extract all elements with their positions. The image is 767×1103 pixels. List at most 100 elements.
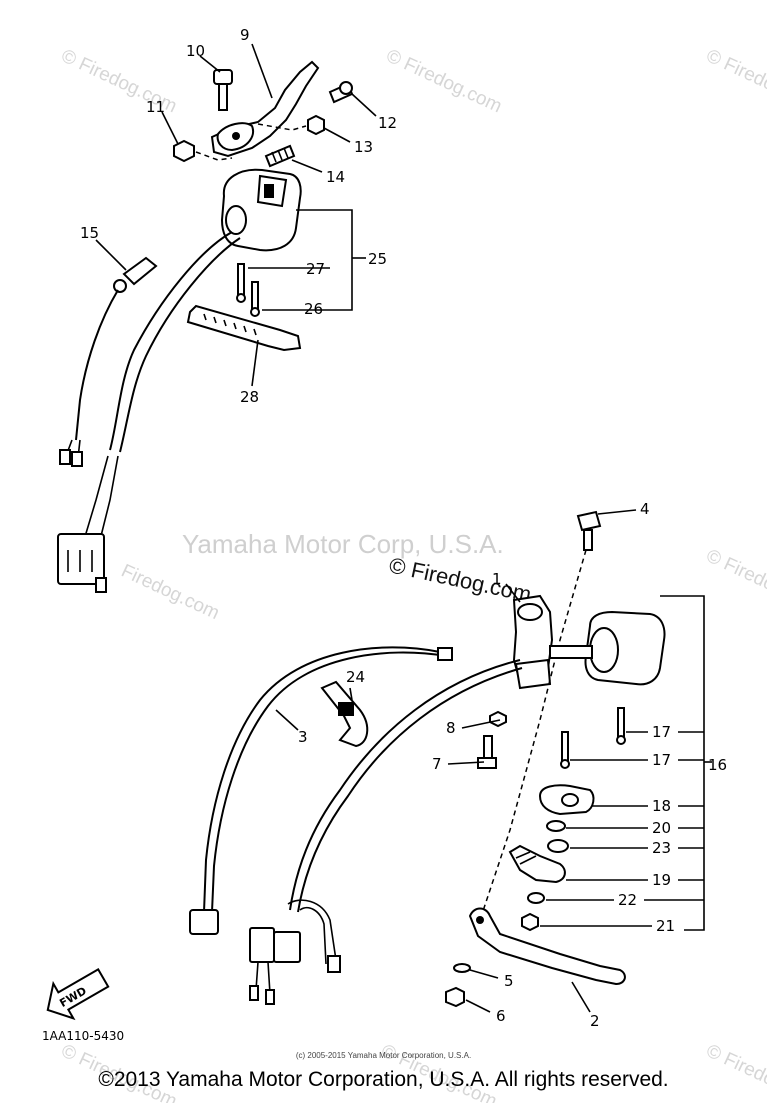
watermark-firedog-center: © Firedog.com <box>387 552 534 607</box>
callout-17a: 17 <box>652 723 671 741</box>
switch-15-wire <box>75 289 119 441</box>
bracket-clamp <box>514 658 552 690</box>
assembly-line <box>257 123 307 131</box>
callout-21: 21 <box>656 917 675 935</box>
pivot-bolt-shaft <box>218 83 228 111</box>
watermark-yamaha: Yamaha Motor Corp, U.S.A. <box>182 529 504 559</box>
callout-13: 13 <box>354 138 373 156</box>
screw-27 <box>237 263 245 297</box>
harness-terminal <box>249 985 259 1001</box>
cable-3-connector <box>189 909 219 935</box>
bolt-4-head <box>576 510 602 532</box>
washer-5 <box>453 963 471 973</box>
harness-terminal <box>327 955 341 973</box>
harness-connector-lower-2 <box>273 931 301 963</box>
screw-17-head <box>560 759 570 769</box>
callout-25: 25 <box>368 250 387 268</box>
pivot-bolt-head <box>213 69 233 85</box>
nut-11 <box>173 139 195 163</box>
callout-28: 28 <box>240 388 259 406</box>
watermark-firedog: © Firedog.com <box>383 45 505 117</box>
fwd-arrow-shape <box>46 967 110 1021</box>
callout-labels: 10 9 11 12 13 14 15 25 27 26 28 4 1 24 3… <box>80 26 727 1030</box>
callout-6: 6 <box>496 1007 506 1025</box>
lever-pivot <box>476 916 484 924</box>
watermark-firedog: © Firedog.com <box>703 545 767 617</box>
harness-terminal <box>265 989 275 1005</box>
upper-assembly <box>57 60 354 593</box>
cable-3-end <box>437 647 453 661</box>
cable-3 <box>203 646 441 913</box>
harness-connector-lower <box>249 927 275 963</box>
connector-tab <box>95 577 107 593</box>
callout-5: 5 <box>504 972 514 990</box>
brake-lever <box>468 907 626 986</box>
harness-connector <box>57 533 105 585</box>
bolt-4-shaft <box>583 529 593 551</box>
screw-27-head <box>236 293 246 303</box>
watermark-firedog: Firedog.com <box>118 560 223 624</box>
bolt-7-shaft <box>483 735 493 759</box>
connector-pins <box>67 550 93 572</box>
bolt-7-head <box>477 757 497 769</box>
callout-14: 14 <box>326 168 345 186</box>
callout-8: 8 <box>446 719 456 737</box>
callout-20: 20 <box>652 819 671 837</box>
callout-22: 22 <box>618 891 637 909</box>
bar-hole <box>225 205 247 235</box>
small-copyright: (c) 2005-2015 Yamaha Motor Corporation, … <box>295 1051 472 1060</box>
callout-24: 24 <box>346 668 365 686</box>
nut-21 <box>521 912 539 932</box>
fwd-arrow: FWD <box>46 967 110 1021</box>
screw-26-head <box>250 307 260 317</box>
cam-19-ridges <box>515 851 537 865</box>
spring-coils <box>271 147 289 163</box>
screw-12-head <box>339 81 353 95</box>
callout-7: 7 <box>432 755 442 773</box>
callout-15: 15 <box>80 224 99 242</box>
screw-17-head <box>616 735 626 745</box>
callout-9: 9 <box>240 26 250 44</box>
switch-15-terminal <box>71 451 83 467</box>
callout-4: 4 <box>640 500 650 518</box>
callout-17b: 17 <box>652 751 671 769</box>
callout-12: 12 <box>378 114 397 132</box>
callout-1: 1 <box>492 570 502 588</box>
washer-20 <box>546 820 566 832</box>
screw-26 <box>251 281 259 311</box>
throttle-tube <box>549 645 593 659</box>
switch-15-terminal <box>59 449 71 465</box>
callout-18: 18 <box>652 797 671 815</box>
nut-13 <box>307 114 325 136</box>
switch-harness-lower-outer <box>297 667 523 913</box>
nut-6 <box>445 986 465 1008</box>
switch-harness <box>109 231 233 451</box>
watermark-layer: © Firedog.com © Firedog.com © Firedog.co… <box>58 45 767 1103</box>
callout-11: 11 <box>146 98 165 116</box>
copyright-footer: ©2013 Yamaha Motor Corporation, U.S.A. A… <box>98 1068 669 1091</box>
cable-3-outer <box>211 651 447 913</box>
switch-harness-outer <box>119 237 241 453</box>
callout-19: 19 <box>652 871 671 889</box>
diagram-code: 1AA110-5430 <box>42 1029 125 1043</box>
switch-button <box>264 184 274 198</box>
harness-loop <box>287 899 337 965</box>
grommet-24-clip <box>338 702 354 716</box>
adjuster-18-hole <box>561 793 579 807</box>
cable-tie-teeth <box>203 313 257 336</box>
switch-15-end <box>113 279 127 293</box>
callout-2: 2 <box>590 1012 600 1030</box>
harness-wires <box>83 455 119 541</box>
switch-harness-lower <box>289 659 521 911</box>
callout-26: 26 <box>304 300 323 318</box>
watermark-firedog: © Firedog.com <box>703 45 767 117</box>
pivot-hole <box>232 132 240 140</box>
washer-22 <box>527 892 545 904</box>
front-brake-switch <box>122 256 158 286</box>
washer-23 <box>547 839 569 853</box>
nut-8 <box>489 710 507 728</box>
callout-16: 16 <box>708 756 727 774</box>
screw-17 <box>617 707 625 739</box>
lower-assembly <box>189 510 666 1008</box>
